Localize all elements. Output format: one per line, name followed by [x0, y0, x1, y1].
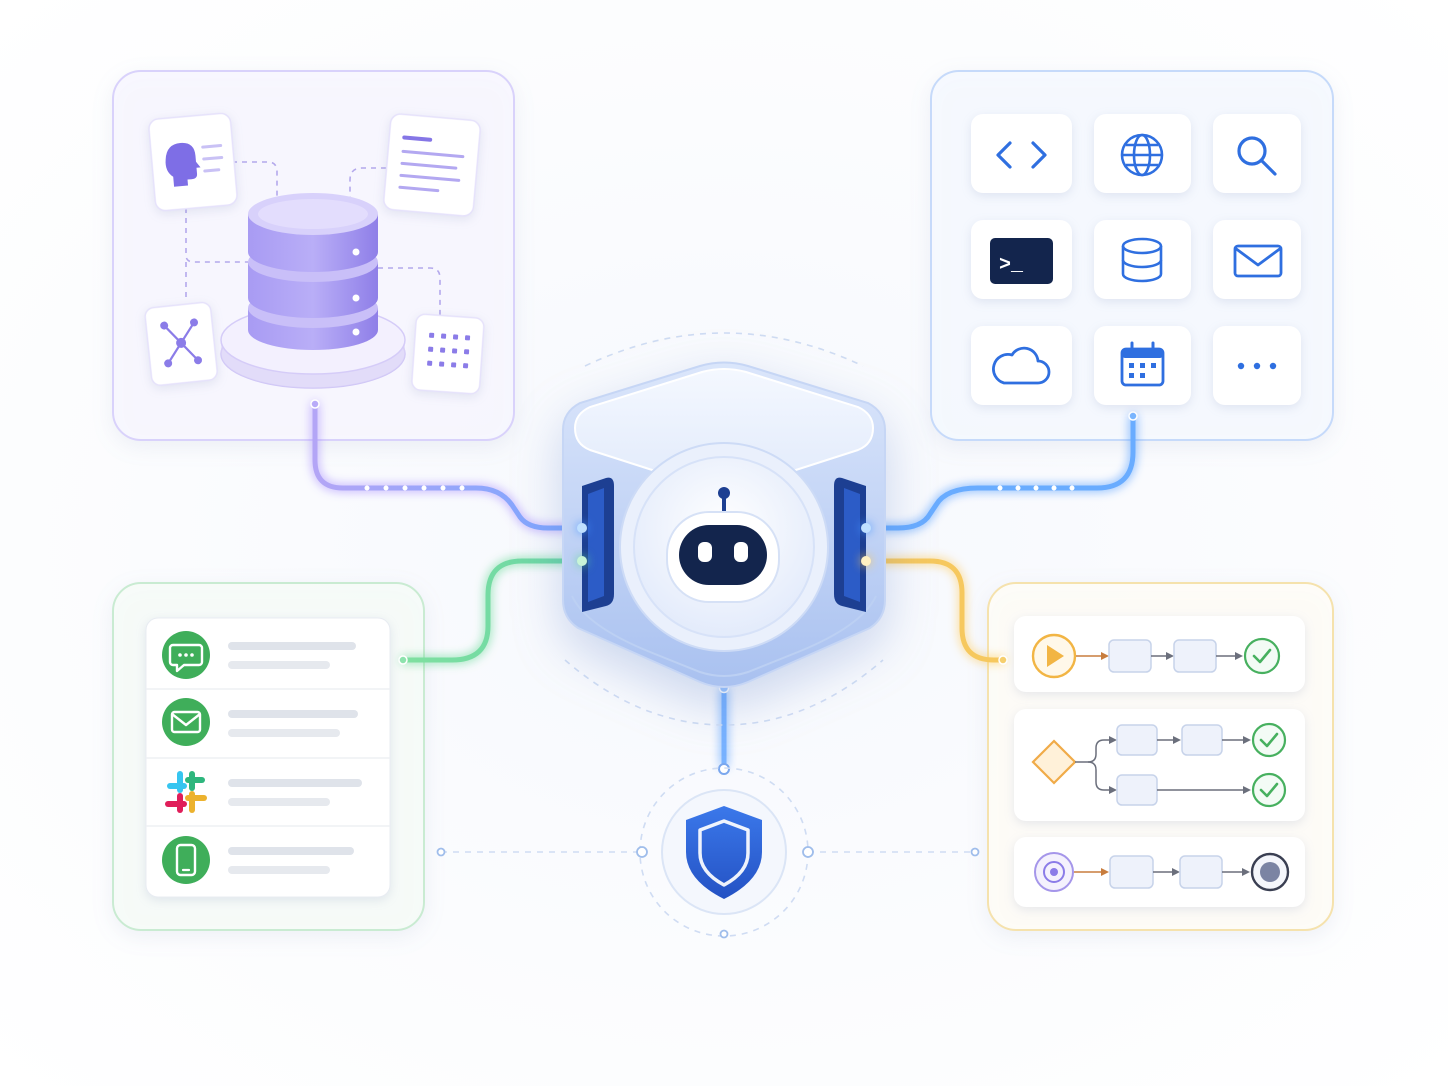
connector-channels-to-hub — [398, 558, 583, 665]
grid-dots-icon — [411, 313, 485, 395]
workflows-list — [1014, 616, 1305, 907]
profile-card-icon — [148, 112, 238, 212]
shield-icon — [686, 806, 762, 899]
document-icon — [383, 113, 481, 217]
channels-list — [145, 617, 391, 898]
mail-icon — [1233, 244, 1283, 278]
channel-item-email[interactable] — [162, 698, 358, 746]
globe-icon — [1120, 133, 1164, 177]
connector-tools-to-hub — [863, 411, 1138, 531]
connector-hub-to-security — [718, 682, 730, 775]
security-shield — [661, 789, 787, 915]
decision-diamond-icon — [1031, 739, 1077, 785]
tool-tile-terminal[interactable]: >_ — [971, 220, 1072, 299]
ai-agent-hub — [562, 361, 886, 688]
hub-port-right — [834, 477, 866, 612]
check-circle-icon — [1243, 637, 1281, 675]
knowledge-links — [185, 161, 441, 316]
database-icon — [220, 193, 406, 389]
connector-knowledge-to-hub — [310, 399, 583, 531]
channel-item-slack[interactable] — [165, 771, 362, 813]
tool-tile-globe[interactable] — [1094, 114, 1191, 193]
target-circle-icon — [1034, 852, 1074, 892]
tool-tile-database[interactable] — [1094, 220, 1191, 299]
workflow-row-start-stop[interactable] — [1014, 837, 1305, 907]
database-icon — [1121, 237, 1163, 283]
connector-workflows-to-hub — [863, 558, 1008, 665]
code-brackets-icon — [996, 141, 1047, 169]
check-circle-icon — [1251, 772, 1287, 808]
terminal-prompt: >_ — [999, 254, 1024, 277]
more-dots-icon — [1237, 362, 1277, 370]
network-graph-icon — [144, 301, 218, 386]
search-icon — [1237, 136, 1277, 176]
tool-tile-search[interactable] — [1213, 114, 1301, 193]
mobile-phone-icon — [175, 843, 197, 877]
channel-item-chat[interactable] — [162, 631, 356, 679]
tool-tile-cloud[interactable] — [971, 326, 1072, 405]
terminal-icon: >_ — [990, 238, 1053, 284]
cloud-icon — [992, 346, 1051, 385]
play-icon — [1031, 633, 1077, 679]
tool-tile-more[interactable] — [1213, 326, 1301, 405]
workflow-row-linear[interactable] — [1014, 616, 1305, 692]
hub-port-left — [582, 477, 614, 612]
tool-tile-code[interactable] — [971, 114, 1072, 193]
guide-nodes — [436, 846, 980, 939]
tools-grid: >_ — [971, 114, 1301, 405]
tool-tile-calendar[interactable] — [1094, 326, 1191, 405]
workflow-row-branching[interactable] — [1014, 709, 1305, 821]
calendar-icon — [1120, 341, 1165, 387]
slack-icon — [165, 771, 207, 813]
tool-tile-mail[interactable] — [1213, 220, 1301, 299]
robot-icon — [666, 487, 780, 603]
channel-item-mobile[interactable] — [162, 836, 354, 884]
stop-circle-icon — [1250, 852, 1290, 892]
chat-bubble-icon — [168, 643, 204, 673]
check-circle-icon — [1251, 722, 1287, 758]
mail-icon — [170, 710, 202, 734]
